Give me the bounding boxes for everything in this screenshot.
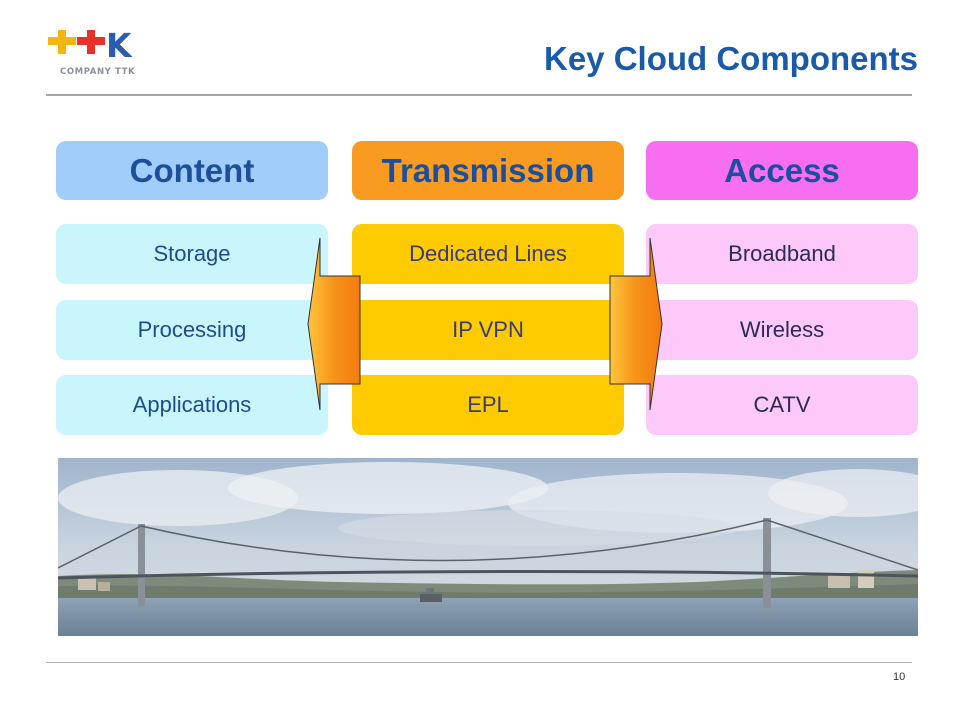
transmission-item: EPL bbox=[352, 375, 624, 435]
access-item: Broadband bbox=[646, 224, 918, 284]
page-title: Key Cloud Components bbox=[543, 40, 918, 77]
bridge-photo bbox=[58, 458, 918, 636]
double-arrow-left-icon bbox=[307, 237, 361, 411]
plus-mark-icon bbox=[48, 30, 76, 54]
content-item: Applications bbox=[56, 375, 328, 435]
plus-mark-icon bbox=[77, 30, 105, 54]
company-logo: K bbox=[48, 30, 133, 65]
page-number: 10 bbox=[893, 671, 906, 683]
logo-subtitle: COMPANY TTK bbox=[60, 67, 136, 77]
arrows-overlay bbox=[307, 237, 663, 411]
footer-divider bbox=[46, 662, 912, 663]
divider bbox=[46, 94, 912, 96]
column-header-access: Access bbox=[646, 141, 918, 200]
transmission-item: IP VPN bbox=[352, 300, 624, 360]
double-arrow-right-icon bbox=[609, 237, 663, 411]
content-item: Processing bbox=[56, 300, 328, 360]
column-header-content: Content bbox=[56, 141, 328, 200]
logo-letter: K bbox=[106, 30, 133, 65]
column-header-transmission: Transmission bbox=[352, 141, 624, 200]
access-item: Wireless bbox=[646, 300, 918, 360]
access-item: CATV bbox=[646, 375, 918, 435]
content-item: Storage bbox=[56, 224, 328, 284]
transmission-item: Dedicated Lines bbox=[352, 224, 624, 284]
